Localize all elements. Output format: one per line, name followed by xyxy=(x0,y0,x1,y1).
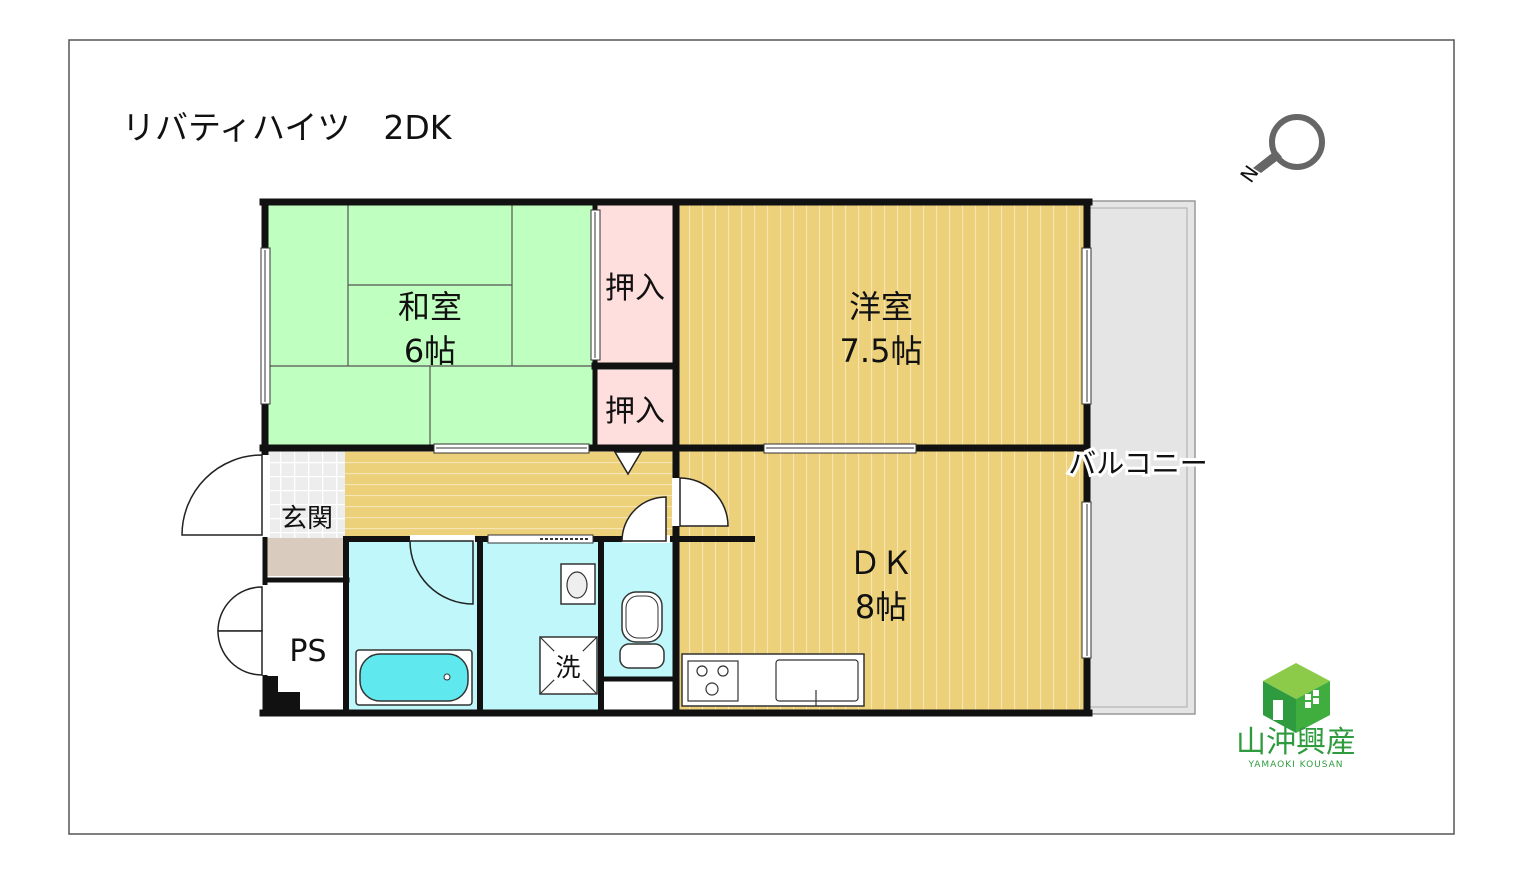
oshiire-bottom-floor xyxy=(597,370,675,446)
youshitsu-name: 洋室 xyxy=(849,288,913,326)
washitsu-floor xyxy=(266,203,594,446)
oshiire-bottom-name: 押入 xyxy=(605,394,665,429)
ps-floor xyxy=(266,582,345,712)
kitchen-counter xyxy=(681,653,865,707)
doors xyxy=(181,451,729,676)
bathtub-icon xyxy=(355,649,473,706)
logo-sub: YAMAOKI KOUSAN xyxy=(1247,760,1343,770)
washer-pan-icon: 洗 xyxy=(539,636,598,695)
page-title: リバティハイツ 2DK xyxy=(122,108,453,147)
washer-label: 洗 xyxy=(555,653,580,682)
dk-size: 8帖 xyxy=(855,588,907,626)
genkan-name: 玄関 xyxy=(281,504,333,534)
windows xyxy=(260,209,1092,659)
youshitsu-size: 7.5帖 xyxy=(840,332,923,370)
company-logo: 山沖興産 YAMAOKI KOUSAN xyxy=(1236,663,1356,770)
ps-corner xyxy=(265,676,300,713)
washitsu-size: 6帖 xyxy=(404,332,456,370)
storage-floor xyxy=(603,681,675,712)
youshitsu-floor xyxy=(678,203,1086,446)
logo-name: 山沖興産 xyxy=(1236,725,1356,760)
toilet-icon xyxy=(619,591,665,669)
hallway-floor xyxy=(345,451,675,538)
genkan-floor xyxy=(266,451,345,538)
ps-name: PS xyxy=(289,634,326,669)
balcony-name: バルコニー xyxy=(1068,447,1207,480)
sink-icon xyxy=(775,659,859,702)
genkan-step xyxy=(266,538,345,576)
oshiire-top-name: 押入 xyxy=(605,271,665,306)
stove-icon xyxy=(687,660,739,702)
washitsu-name: 和室 xyxy=(398,288,462,326)
dk-name: ＤＫ xyxy=(849,544,913,582)
oshiire-top-floor xyxy=(597,203,675,363)
balcony-floor xyxy=(1088,200,1196,715)
wash-basin-icon xyxy=(560,563,596,605)
house-logo-icon xyxy=(1263,663,1330,699)
